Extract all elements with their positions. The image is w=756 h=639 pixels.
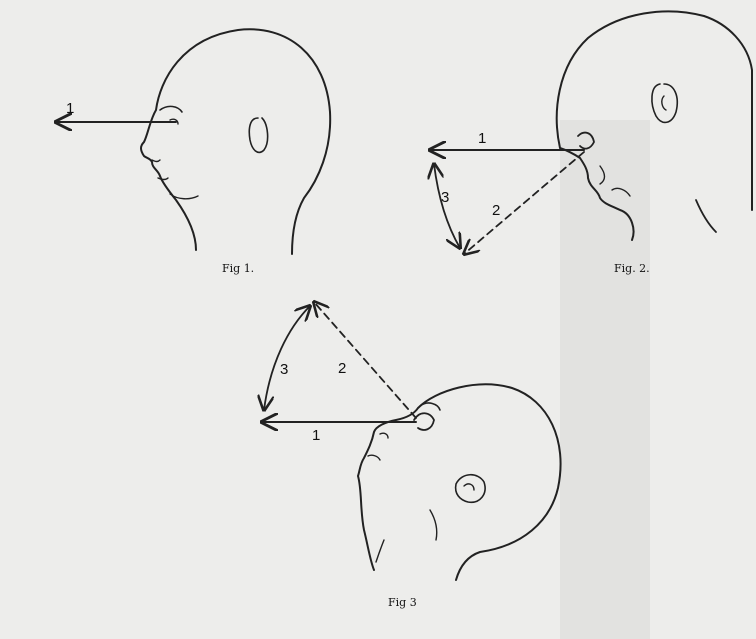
fig2-caption: Fig. 2. [614,262,650,275]
fig1-eyebrow [160,106,182,112]
figure-3: 1 2 3 Fig 3 [262,302,561,609]
fig1-mouth [158,178,168,180]
fig1-caption: Fig 1. [222,262,254,275]
figure-1: 1 Fig 1. [56,29,330,275]
fig2-ear [652,84,677,122]
fig3-arrow-2 [314,302,416,418]
fig3-eye [414,413,434,430]
fig3-neck-line [376,540,384,562]
fig1-ear [249,118,267,152]
fig3-head-outline [358,384,561,580]
fig2-neck [696,200,716,232]
fig1-head-outline [141,29,330,254]
fig2-ear-inner [662,96,666,110]
fig3-ear-inner [464,484,474,490]
fig3-arrow-3-label: 3 [280,361,288,378]
fig3-mouth [368,455,380,460]
fig3-caption: Fig 3 [388,596,417,609]
fig1-nostril [152,160,160,162]
fig2-arrow-1-label: 1 [478,130,486,147]
fig3-jaw-line [430,510,437,540]
fig2-arrow-3-label: 3 [441,189,449,206]
fig3-arrow-1-label: 1 [312,427,320,444]
paper-shade [560,120,650,639]
fig3-eyebrow [420,403,440,410]
fig3-ear [456,475,485,503]
fig1-arrow-1-label: 1 [66,100,74,117]
fig3-arrow-2-label: 2 [338,360,346,377]
fig3-nostril [380,433,388,438]
fig2-arrow-2-label: 2 [492,202,500,219]
fig2-arrow-3 [434,164,460,248]
fig3-arrow-3 [264,306,310,410]
